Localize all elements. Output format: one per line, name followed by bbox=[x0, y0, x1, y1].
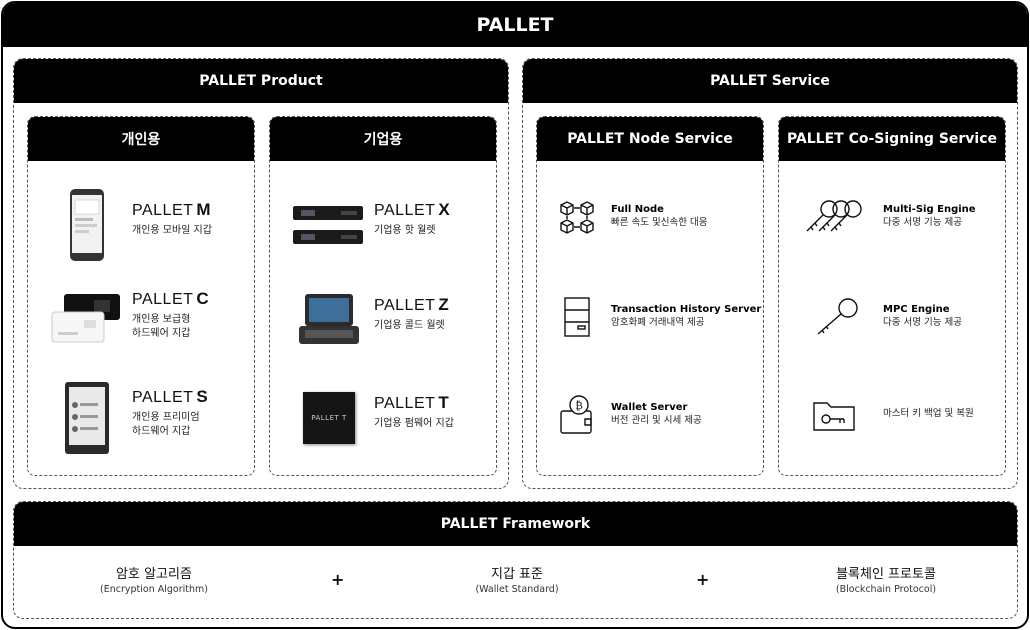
product-panel-title: PALLET Product bbox=[14, 59, 508, 103]
product-letter: X bbox=[438, 200, 451, 219]
service-item-key-backup: 마스터 키 백업 및 복원 bbox=[779, 375, 1005, 455]
framework-item-wallet-standard: 지갑 표준 (Wallet Standard) bbox=[407, 566, 627, 596]
key-icon bbox=[799, 295, 869, 339]
multi-key-icon bbox=[799, 195, 869, 239]
card-wallet-icon bbox=[50, 283, 124, 357]
service-desc: 다중 서명 기능 제공 bbox=[883, 317, 962, 328]
framework-item-encryption: 암호 알고리즘 (Encryption Algorithm) bbox=[44, 566, 264, 596]
service-desc: 버전 관리 및 시세 제공 bbox=[611, 415, 702, 426]
product-desc: 개인용 보급형 bbox=[132, 314, 191, 325]
enterprise-card-title: 기업용 bbox=[270, 117, 496, 161]
product-desc: 하드웨어 지갑 bbox=[132, 426, 191, 437]
service-title: Transaction History Server bbox=[611, 304, 762, 315]
framework-panel-title: PALLET Framework bbox=[14, 502, 1017, 546]
product-desc: 기업용 핫 월렛 bbox=[374, 225, 436, 236]
service-desc: 빠른 속도 및신속한 대응 bbox=[611, 217, 708, 228]
product-name: PALLET bbox=[132, 202, 194, 219]
product-desc: 기업용 콜드 월렛 bbox=[374, 320, 445, 331]
rugged-laptop-icon bbox=[292, 283, 366, 357]
service-desc: 다중 서명 기능 제공 bbox=[883, 217, 962, 228]
product-name: PALLET bbox=[132, 389, 194, 406]
service-desc: 암호화폐 거래내역 제공 bbox=[611, 317, 705, 328]
product-name: PALLET bbox=[374, 297, 436, 314]
node-cubes-icon bbox=[553, 195, 601, 239]
service-item-wallet-server: ₿ Wallet Server 버전 관리 및 시세 제공 bbox=[537, 375, 763, 455]
device-label: PALLET T bbox=[311, 414, 347, 422]
mobile-phone-icon bbox=[50, 188, 124, 262]
framework-main: 암호 알고리즘 bbox=[116, 567, 192, 582]
service-item-multisig: Multi-Sig Engine 다중 서명 기능 제공 bbox=[779, 177, 1005, 257]
product-name: PALLET bbox=[132, 291, 194, 308]
key-folder-icon bbox=[807, 393, 861, 437]
product-desc: 개인용 모바일 지갑 bbox=[132, 225, 212, 236]
cosign-service-title: PALLET Co-Signing Service bbox=[779, 117, 1005, 161]
service-panel: PALLET Service PALLET Node Service Full … bbox=[522, 58, 1018, 489]
service-item-full-node: Full Node 빠른 속도 및신속한 대응 bbox=[537, 177, 763, 257]
service-panel-title: PALLET Service bbox=[523, 59, 1017, 103]
framework-sub: (Wallet Standard) bbox=[475, 584, 559, 595]
service-title: Full Node bbox=[611, 204, 664, 215]
product-desc: 기업용 펌웨어 지갑 bbox=[374, 418, 454, 429]
service-title: Wallet Server bbox=[611, 402, 688, 413]
plus-separator: + bbox=[331, 570, 345, 589]
personal-card-title: 개인용 bbox=[28, 117, 254, 161]
cosign-service-card: PALLET Co-Signing Service Multi-Sig Engi… bbox=[778, 116, 1006, 476]
service-item-mpc: MPC Engine 다중 서명 기능 제공 bbox=[779, 277, 1005, 357]
server-icon bbox=[553, 295, 601, 339]
product-letter: Z bbox=[438, 295, 450, 314]
product-letter: T bbox=[438, 393, 450, 412]
firmware-device-icon: PALLET T bbox=[292, 381, 366, 455]
service-title: MPC Engine bbox=[883, 304, 950, 315]
product-desc: 하드웨어 지갑 bbox=[132, 328, 191, 339]
service-title: Multi-Sig Engine bbox=[883, 204, 976, 215]
service-desc: 마스터 키 백업 및 복원 bbox=[883, 408, 974, 419]
framework-main: 지갑 표준 bbox=[491, 567, 543, 582]
product-name: PALLET bbox=[374, 395, 436, 412]
bitcoin-wallet-icon: ₿ bbox=[553, 393, 601, 437]
product-letter: C bbox=[196, 289, 210, 308]
svg-text:₿: ₿ bbox=[575, 399, 583, 412]
main-title: PALLET bbox=[3, 3, 1027, 47]
framework-sub: (Blockchain Protocol) bbox=[835, 584, 937, 595]
node-service-card: PALLET Node Service Full Node 빠른 속도 및신속한… bbox=[536, 116, 764, 476]
product-letter: M bbox=[196, 200, 212, 219]
framework-main: 블록체인 프로토콜 bbox=[836, 567, 936, 582]
rack-server-icon bbox=[288, 188, 368, 262]
product-letter: S bbox=[196, 387, 209, 406]
framework-row: 암호 알고리즘 (Encryption Algorithm) + 지갑 표준 (… bbox=[14, 552, 1017, 612]
product-name: PALLET bbox=[374, 202, 436, 219]
framework-item-blockchain-protocol: 블록체인 프로토콜 (Blockchain Protocol) bbox=[776, 566, 996, 596]
service-item-tx-history: Transaction History Server 암호화폐 거래내역 제공 bbox=[537, 277, 763, 357]
node-service-title: PALLET Node Service bbox=[537, 117, 763, 161]
framework-panel: PALLET Framework 암호 알고리즘 (Encryption Alg… bbox=[13, 501, 1018, 619]
tablet-device-icon bbox=[50, 381, 124, 455]
plus-separator: + bbox=[696, 570, 710, 589]
framework-sub: (Encryption Algorithm) bbox=[100, 584, 208, 595]
product-desc: 개인용 프리미엄 bbox=[132, 412, 200, 423]
